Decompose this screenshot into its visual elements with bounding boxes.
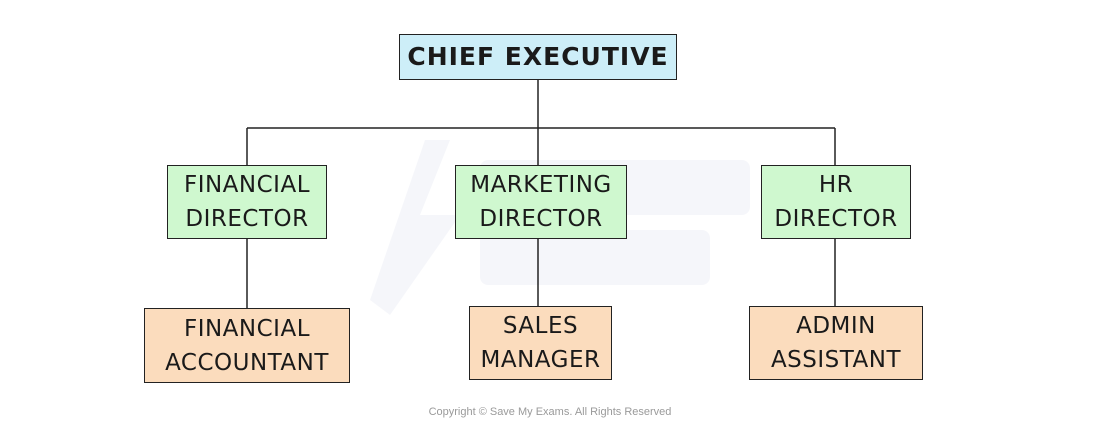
financial-accountant-box: FINANCIAL ACCOUNTANT: [144, 308, 350, 383]
marketing-director-label-line-1: MARKETING: [470, 172, 612, 198]
financial-accountant-label-line-1: FINANCIAL: [183, 315, 311, 342]
sales-manager-label-line-1: SALES: [502, 313, 579, 339]
chief-executive-label: CHIEF EXECUTIVE: [407, 42, 669, 71]
sales-manager-box: SALES MANAGER: [469, 306, 612, 380]
admin-assistant-label-line-2: ASSISTANT: [770, 347, 902, 373]
admin-assistant-box: ADMIN ASSISTANT: [749, 306, 923, 380]
marketing-director-box: MARKETING DIRECTOR: [455, 165, 627, 239]
marketing-director-label-line-2: DIRECTOR: [479, 206, 603, 232]
hr-director-label-line-1: HR: [818, 172, 854, 198]
hr-director-box: HR DIRECTOR: [761, 165, 911, 239]
financial-director-label-line-2: DIRECTOR: [185, 206, 309, 232]
sales-manager-label-line-2: MANAGER: [480, 347, 601, 373]
chief-executive-box: CHIEF EXECUTIVE: [399, 34, 677, 80]
copyright-notice: Copyright © Save My Exams. All Rights Re…: [428, 406, 672, 418]
financial-accountant-label-line-2: ACCOUNTANT: [165, 349, 329, 376]
financial-director-box: FINANCIAL DIRECTOR: [167, 165, 327, 239]
financial-director-label-line-1: FINANCIAL: [183, 172, 311, 198]
hr-director-label-line-2: DIRECTOR: [774, 206, 898, 232]
admin-assistant-label-line-1: ADMIN: [796, 313, 876, 339]
